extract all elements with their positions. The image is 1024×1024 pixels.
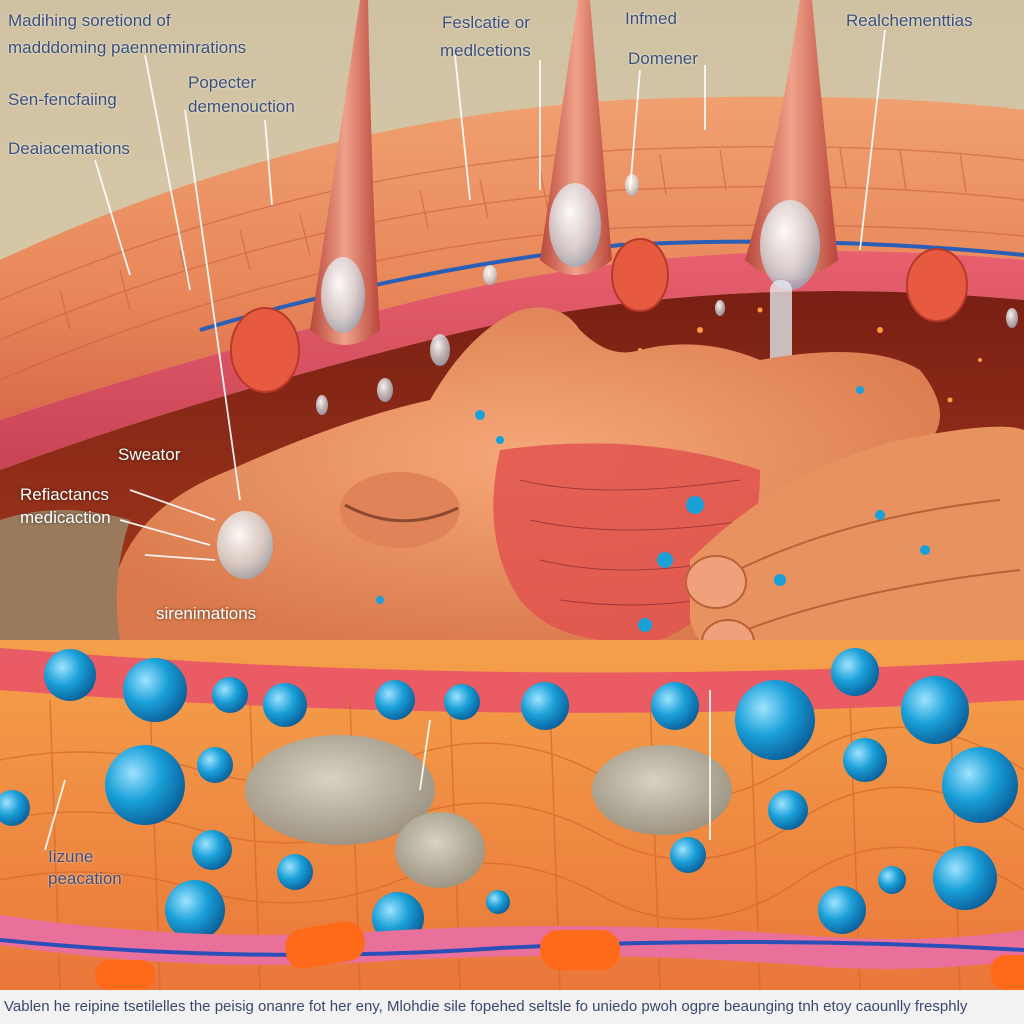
label-sen-fencfaiing: Sen-fencfaiing [8, 90, 117, 109]
label-popecter-1: Popecter [188, 73, 257, 92]
closed-eye [340, 472, 460, 548]
label-refactance-2: medicaction [20, 508, 111, 527]
hanging-droplets [316, 174, 1018, 415]
follicle-left-droplet [321, 257, 365, 333]
eyelid-line [344, 503, 459, 523]
caption-bar: Vablen he reipine tsetilelles the peisig… [0, 990, 1024, 1024]
follicle-right [745, 0, 838, 280]
gland-left [230, 307, 300, 393]
sweat-droplet [217, 511, 273, 579]
fat-blue-spheres [0, 648, 1018, 944]
cyst-left [245, 735, 435, 845]
label-domener: Domener [628, 49, 698, 68]
label-top-right: Realchementtias [846, 11, 973, 30]
hair [0, 510, 130, 640]
label-top-center-1: Feslcatie or [442, 13, 530, 32]
label-top-center-2: medlcetions [440, 41, 531, 60]
follicle-left [310, 0, 380, 345]
fingernail-upper [685, 555, 747, 609]
cyst-right [592, 745, 732, 835]
gland-right [906, 248, 968, 322]
medication-capsule-center [540, 930, 620, 970]
label-sweater: Sweator [118, 445, 181, 464]
medication-capsule-left [284, 921, 366, 969]
caption-text: Vablen he reipine tsetilelles the peisig… [4, 998, 968, 1015]
medication-capsule-far-left [95, 960, 155, 990]
label-popecter-2: demenouction [188, 97, 295, 116]
label-lizune-1: Iizune [48, 847, 94, 866]
label-top-left-2: madddoming paenneminrations [8, 38, 247, 57]
label-lizune-2: peacation [48, 869, 122, 888]
label-refactance-1: Refiactancs [20, 485, 109, 504]
medication-capsule-right [990, 955, 1024, 990]
gland-middle [611, 238, 669, 312]
cyst-left-small [395, 812, 485, 888]
label-inflamed: Infmed [625, 9, 677, 28]
follicle-right-droplet [760, 200, 820, 290]
blood-vessel-blue [0, 938, 1024, 957]
label-leader-lines [44, 29, 886, 851]
follicle-center-droplet [549, 183, 601, 267]
label-top-left-1: Madihing soretiond of [8, 11, 171, 30]
hand [690, 426, 1024, 670]
label-deacements: Deaiacemations [8, 139, 130, 158]
label-sirenimations: sirenimations [156, 604, 257, 623]
